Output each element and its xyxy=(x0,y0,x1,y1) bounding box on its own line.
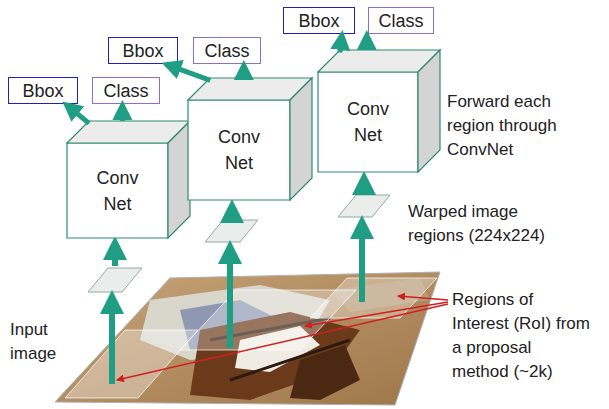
bbox-box: Bbox xyxy=(8,77,78,104)
convnet-cube: Conv Net xyxy=(67,121,190,238)
output-label: Bbox xyxy=(22,81,63,101)
convnet-cube: Conv Net xyxy=(318,50,440,172)
class-box: Class xyxy=(193,37,261,64)
bbox-box: Bbox xyxy=(108,37,178,64)
output-arrow xyxy=(364,40,369,50)
network-label: Conv Net xyxy=(92,165,144,217)
step-note: Forward each region through ConvNet xyxy=(447,90,582,162)
output-arrow xyxy=(120,110,125,121)
convnet-cube: Conv Net xyxy=(188,78,312,200)
output-arrow xyxy=(70,108,89,124)
output-arrow xyxy=(340,40,341,52)
step-note: Warped image regions (224x224) xyxy=(408,200,558,248)
output-label: Bbox xyxy=(122,41,163,61)
class-box: Class xyxy=(368,7,434,34)
output-arrow xyxy=(241,70,246,78)
network-label: Conv Net xyxy=(342,96,394,148)
output-label: Bbox xyxy=(298,11,339,31)
output-label: Class xyxy=(378,11,423,31)
input-label: Input image xyxy=(10,318,72,366)
leader-line xyxy=(117,296,448,380)
network-label: Conv Net xyxy=(213,124,265,176)
bbox-box: Bbox xyxy=(283,7,355,34)
output-arrow xyxy=(171,66,210,80)
output-label: Class xyxy=(103,81,148,101)
class-box: Class xyxy=(92,77,160,104)
callout-note: Regions of Interest (RoI) from a proposa… xyxy=(452,288,592,384)
output-label: Class xyxy=(204,41,249,61)
